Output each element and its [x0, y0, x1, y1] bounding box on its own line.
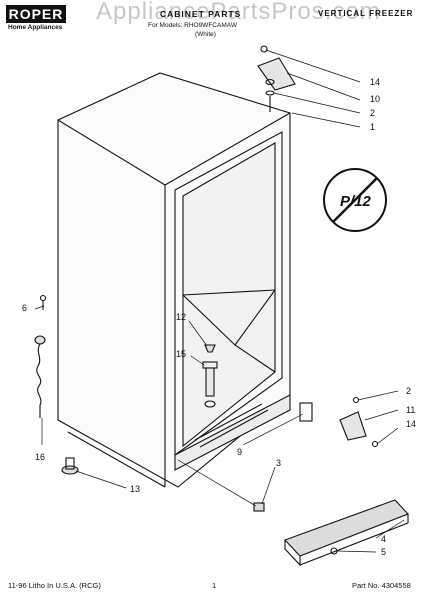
page-title: CABINET PARTS — [160, 9, 242, 19]
callout-12: 12 — [176, 312, 187, 322]
base-grille — [284, 499, 409, 567]
brand-logo: ROPER — [6, 5, 66, 23]
footer-part-number: Part No. 4304558 — [352, 581, 411, 590]
watermark: AppliancePartsPros.com — [96, 0, 381, 25]
callout-6: 6 — [22, 303, 28, 313]
bottom-hinge-assembly — [339, 396, 379, 448]
models-line: For Models: RHO9WFCAMAW — [148, 22, 237, 29]
leader-lines — [34, 49, 405, 553]
leveling-leg — [61, 457, 79, 475]
screw-6 — [39, 294, 47, 310]
callout-2-bottom: 2 — [406, 386, 412, 396]
callout-15: 15 — [176, 349, 187, 359]
callout-4: 4 — [381, 534, 387, 544]
drain-tube — [202, 344, 218, 408]
callout-2-top: 2 — [370, 108, 376, 118]
cabinet-outline — [57, 72, 291, 488]
callout-16: 16 — [35, 452, 46, 462]
clip-3 — [253, 502, 265, 512]
callout-13: 13 — [130, 484, 141, 494]
callout-5: 5 — [381, 547, 387, 557]
footer-page-number: 1 — [212, 581, 217, 590]
p12-badge — [323, 168, 387, 232]
power-cord — [34, 335, 46, 418]
callout-10: 10 — [370, 94, 381, 104]
brand-subtitle: Home Appliances — [8, 24, 63, 31]
callout-1: 1 — [370, 122, 376, 132]
callout-11: 11 — [406, 405, 416, 415]
callout-9: 9 — [237, 447, 243, 457]
footer-litho: 11-96 Litho In U.S.A. (RCG) — [8, 581, 101, 590]
p12-badge-label: P/12 — [340, 193, 371, 210]
top-hinge-assembly — [257, 45, 296, 112]
plate-9 — [299, 402, 313, 422]
callout-14-top: 14 — [370, 77, 381, 87]
callout-14-bottom: 14 — [406, 419, 417, 429]
model-variant: (White) — [195, 31, 216, 38]
product-category: VERTICAL FREEZER — [318, 9, 414, 18]
callout-3: 3 — [276, 458, 282, 468]
